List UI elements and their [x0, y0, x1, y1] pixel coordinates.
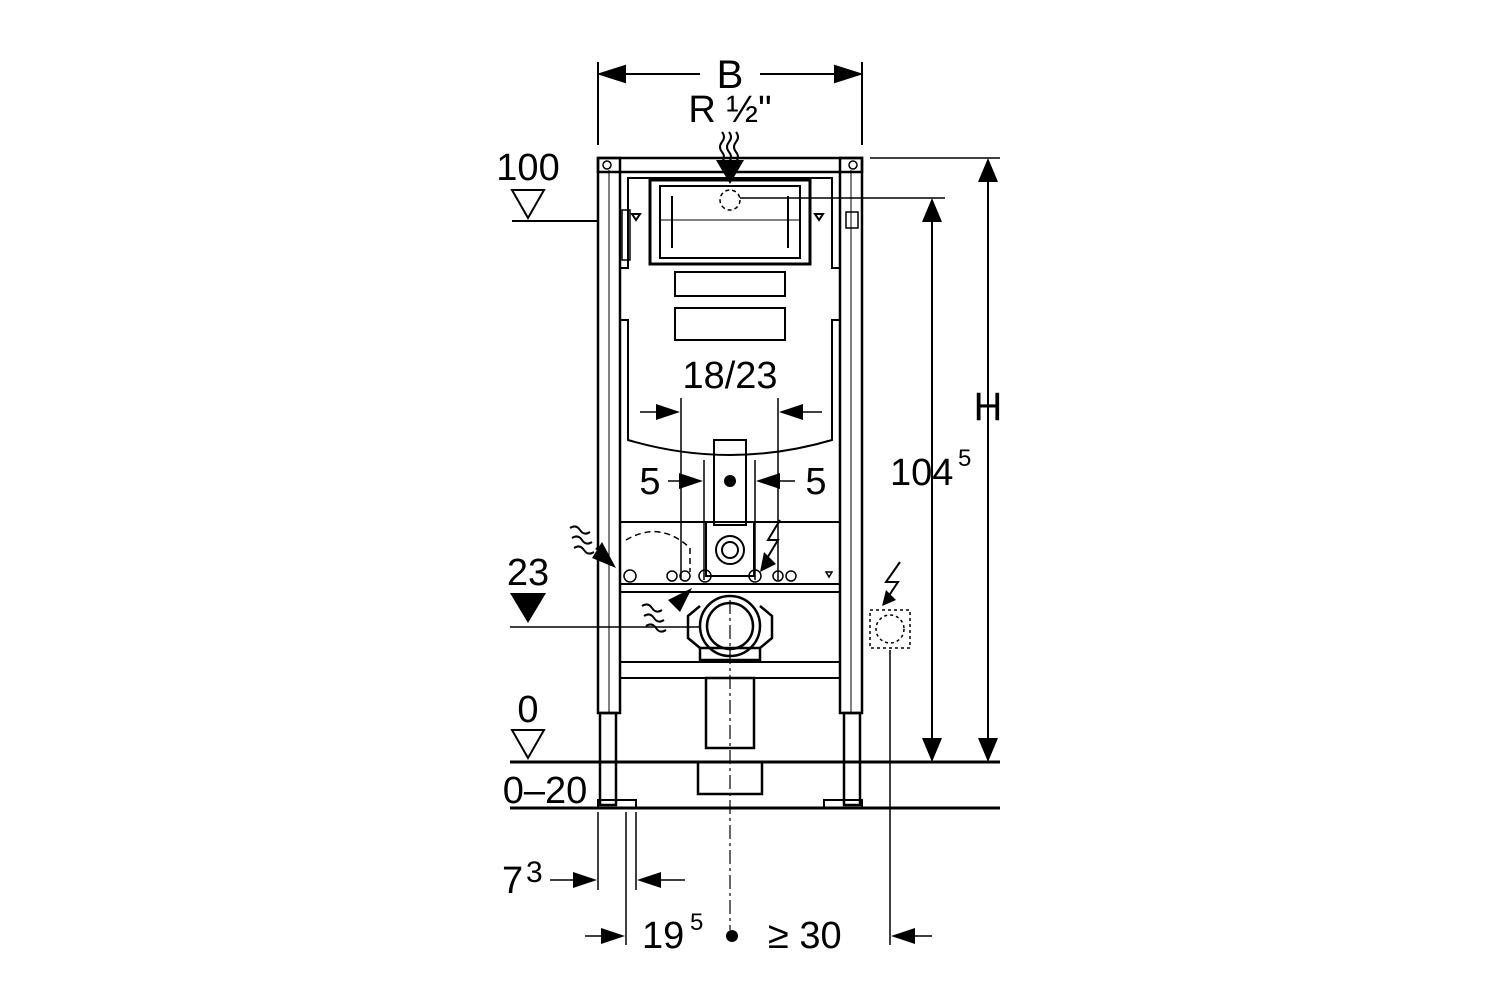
- floor-lines: [510, 760, 1000, 810]
- depth-73-label: 7: [502, 860, 523, 902]
- level-100-label: 100: [496, 147, 559, 189]
- connector-row: [623, 569, 834, 583]
- dim-18-23-lines: [640, 398, 822, 580]
- dim-18-23-label: 18/23: [682, 355, 777, 397]
- offset-lines: [668, 460, 795, 580]
- water-supply-icon: [641, 603, 667, 633]
- level-0-label: 0: [517, 689, 538, 731]
- level-marker-icon: [510, 189, 598, 222]
- level-23-label: 23: [507, 552, 549, 594]
- arrow-icon: [760, 552, 776, 572]
- arrow-icon: [637, 872, 661, 888]
- electric-icon: [884, 561, 901, 601]
- depth-73-sup: 3: [526, 856, 543, 889]
- arrow-icon: [601, 928, 625, 944]
- arrow-icon: [779, 404, 803, 420]
- arrow-icon: [922, 198, 942, 222]
- arrow-icon: [756, 473, 780, 489]
- pipe-size-label: R ½": [688, 89, 771, 131]
- arrow-icon: [922, 738, 942, 762]
- depth-195-label: 19: [642, 915, 684, 957]
- cistern: [619, 177, 859, 456]
- height-1045-sup: 5: [958, 445, 971, 472]
- flush-pipe: [625, 439, 755, 577]
- arrow-icon: [668, 588, 692, 612]
- range-0-20-label: 0–20: [503, 770, 588, 812]
- flush-center-dot: [724, 475, 736, 487]
- width-dimension: [596, 62, 864, 145]
- depth-195-sup: 5: [690, 909, 703, 936]
- arrow-icon: [978, 158, 998, 182]
- height-1045-label: 104: [890, 452, 953, 494]
- offset-left-label: 5: [639, 461, 660, 503]
- arrow-icon: [882, 590, 896, 606]
- electric-icon: [765, 519, 781, 561]
- level-marker-icon: [510, 729, 546, 761]
- height-label: H: [974, 385, 1003, 429]
- width-label: B: [717, 53, 744, 97]
- arrow-icon: [573, 872, 597, 888]
- min-30-label: ≥ 30: [768, 915, 842, 957]
- arrow-icon: [592, 542, 616, 568]
- offset-right-label: 5: [805, 461, 826, 503]
- socket-icon: [869, 609, 911, 649]
- arrow-icon: [656, 404, 680, 420]
- height-dimensions: [740, 157, 1000, 740]
- arrow-icon: [679, 473, 703, 489]
- arrow-icon: [978, 738, 998, 762]
- level-marker-icon: [510, 593, 546, 623]
- arrow-icon: [891, 928, 915, 944]
- bottom-dimension-lines: [550, 812, 932, 945]
- center-dot: [726, 930, 738, 942]
